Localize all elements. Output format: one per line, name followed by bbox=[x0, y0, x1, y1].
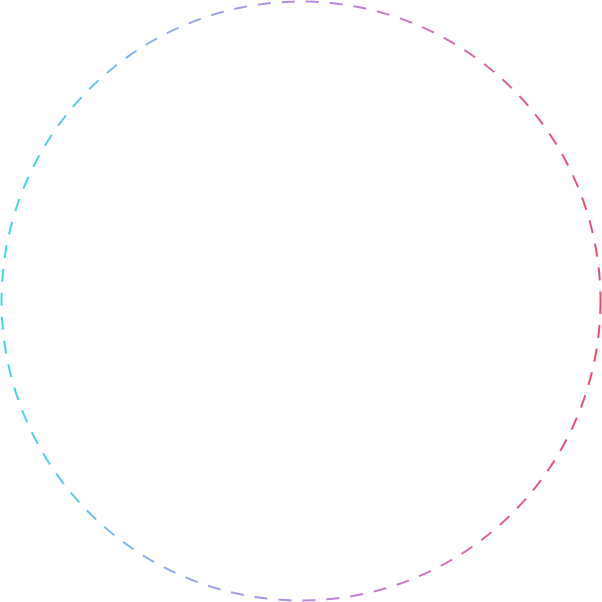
dashed-gradient-ring bbox=[0, 0, 602, 602]
canvas bbox=[0, 0, 602, 602]
dashed-circle-outline bbox=[0, 0, 602, 602]
